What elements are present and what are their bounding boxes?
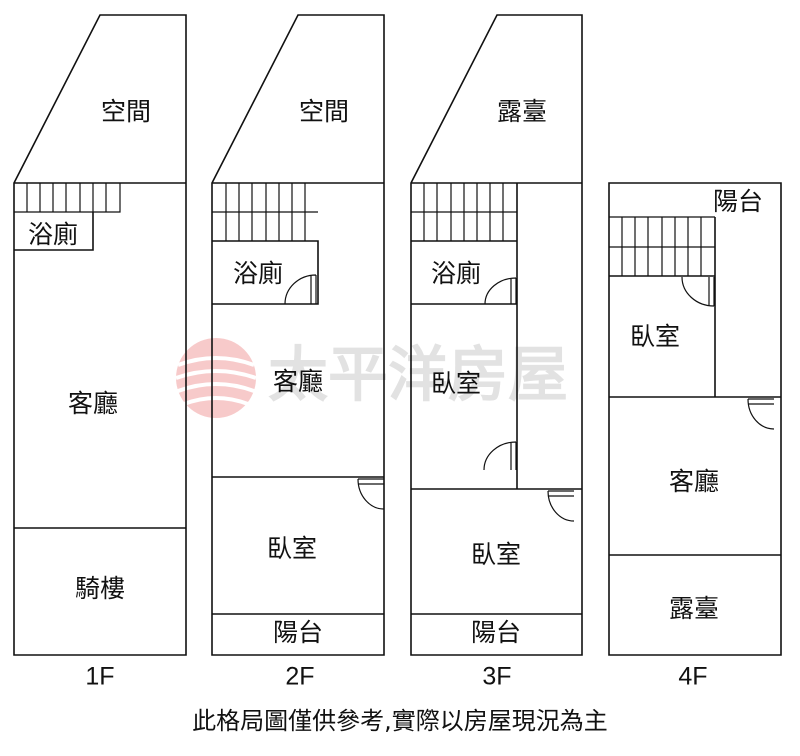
stairs-icon: [212, 183, 318, 241]
floor-4f: [608, 182, 782, 656]
door-icon: [547, 490, 575, 522]
room-label: 陽台: [471, 618, 521, 647]
room-label: 浴廁: [28, 220, 78, 249]
floor-1f: [13, 14, 187, 656]
watermark-logo-icon: [175, 338, 257, 418]
room-label: 客廳: [68, 389, 118, 418]
room-label: 空間: [299, 97, 349, 126]
floor-label: 2F: [285, 663, 314, 691]
floor-label: 1F: [85, 663, 114, 691]
door-icon: [284, 274, 317, 305]
disclaimer: 此格局圖僅供參考,實際以房屋現況為主: [192, 707, 608, 735]
floor-2f: [211, 14, 385, 656]
door-icon: [483, 441, 517, 471]
floor-3f: [410, 14, 583, 656]
door-icon: [681, 276, 715, 307]
room-label: 客廳: [669, 467, 719, 496]
stairs-icon: [14, 183, 121, 213]
floor-label: 3F: [482, 663, 511, 691]
watermark-text: 太平洋房屋: [268, 341, 568, 411]
door-icon: [484, 277, 517, 305]
door-icon: [747, 398, 775, 430]
room-label: 臥室: [630, 322, 680, 351]
room-label: 浴廁: [233, 259, 283, 288]
room-label: 陽台: [273, 618, 323, 647]
stairs-icon: [609, 216, 715, 276]
room-label: 露臺: [497, 97, 547, 126]
room-label: 臥室: [471, 540, 521, 569]
room-label: 騎樓: [75, 574, 125, 603]
room-label: 臥室: [431, 369, 481, 398]
room-label: 陽台: [713, 187, 763, 216]
room-label: 浴廁: [431, 259, 481, 288]
floor-label: 4F: [678, 663, 707, 691]
room-label: 臥室: [267, 534, 317, 563]
door-icon: [357, 478, 385, 510]
room-label: 露臺: [669, 594, 719, 623]
stairs-icon: [411, 183, 517, 241]
watermark: 太平洋房屋: [175, 338, 568, 418]
room-label: 空間: [101, 97, 151, 126]
room-label: 客廳: [273, 367, 323, 396]
